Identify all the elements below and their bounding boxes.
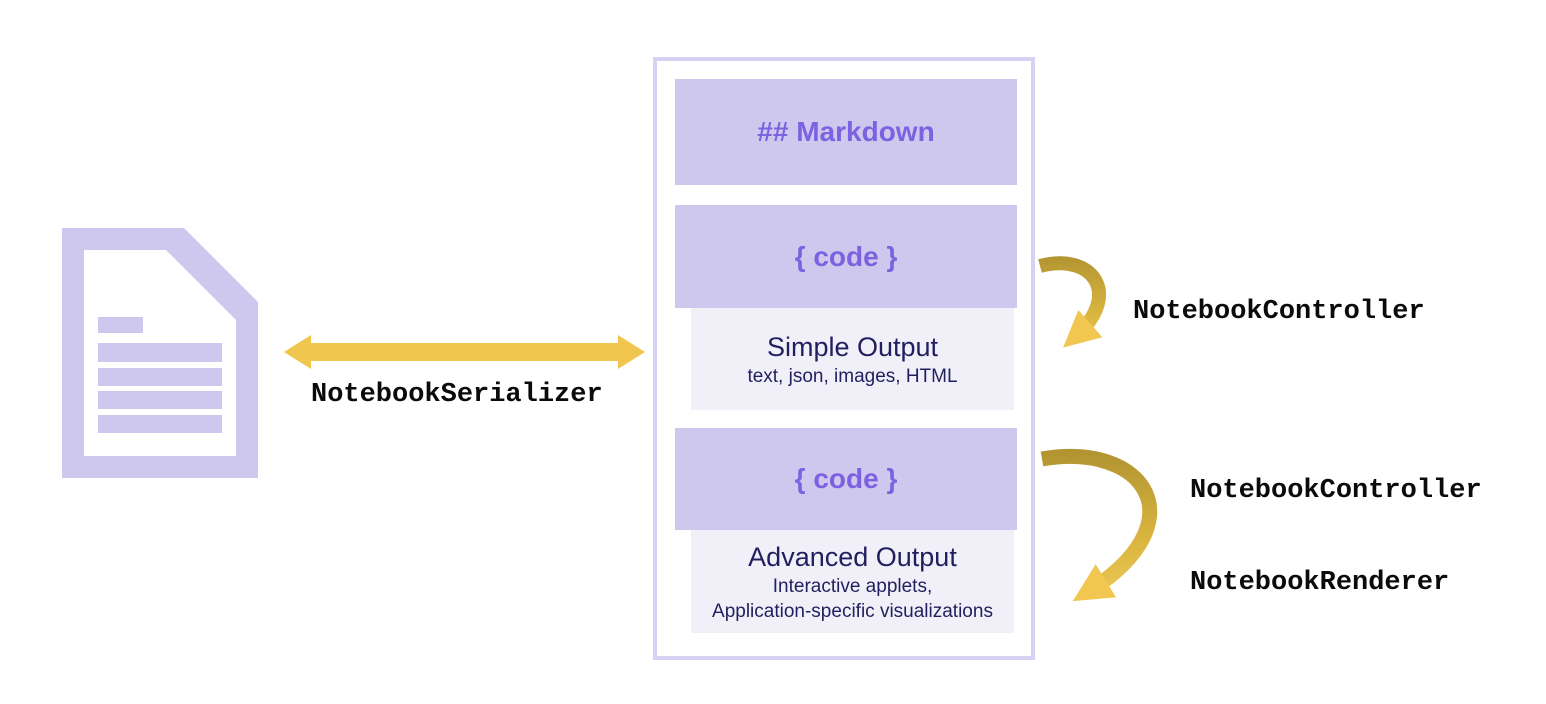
notebook-renderer-label: NotebookRenderer [1190,568,1450,598]
code-cell-1-label: { code } [794,240,898,272]
code-cell-2: { code } [675,428,1017,530]
code-cell-1: { code } [675,205,1017,308]
simple-output-subtitle: text, json, images, HTML [747,365,958,387]
simple-output-title: Simple Output [766,331,939,362]
simple-output-box: Simple Output text, json, images, HTML [691,308,1014,410]
notebook-controller-label-top: NotebookController [1133,297,1425,327]
document-fold-notch [166,250,236,320]
advanced-output-box: Advanced Output Interactive applets, App… [691,530,1014,633]
bidirectional-arrow-icon [284,335,645,369]
advanced-output-subtitle-line-1: Interactive applets, [772,575,933,597]
document-text-lines [98,317,222,433]
curved-arrow-controller-icon [1038,256,1106,348]
notebook-controller-label-bottom: NotebookController [1190,476,1482,506]
notebook-serializer-label: NotebookSerializer [311,380,603,410]
curved-arrow-controller-renderer-icon [1040,449,1157,602]
markdown-cell: ## Markdown [675,79,1017,185]
code-cell-2-label: { code } [794,463,898,494]
advanced-output-title: Advanced Output [748,541,957,572]
advanced-output-subtitle-line-2: Application-specific visualizations [712,600,993,622]
document-file-icon [62,228,258,478]
markdown-cell-label: ## Markdown [757,116,935,147]
